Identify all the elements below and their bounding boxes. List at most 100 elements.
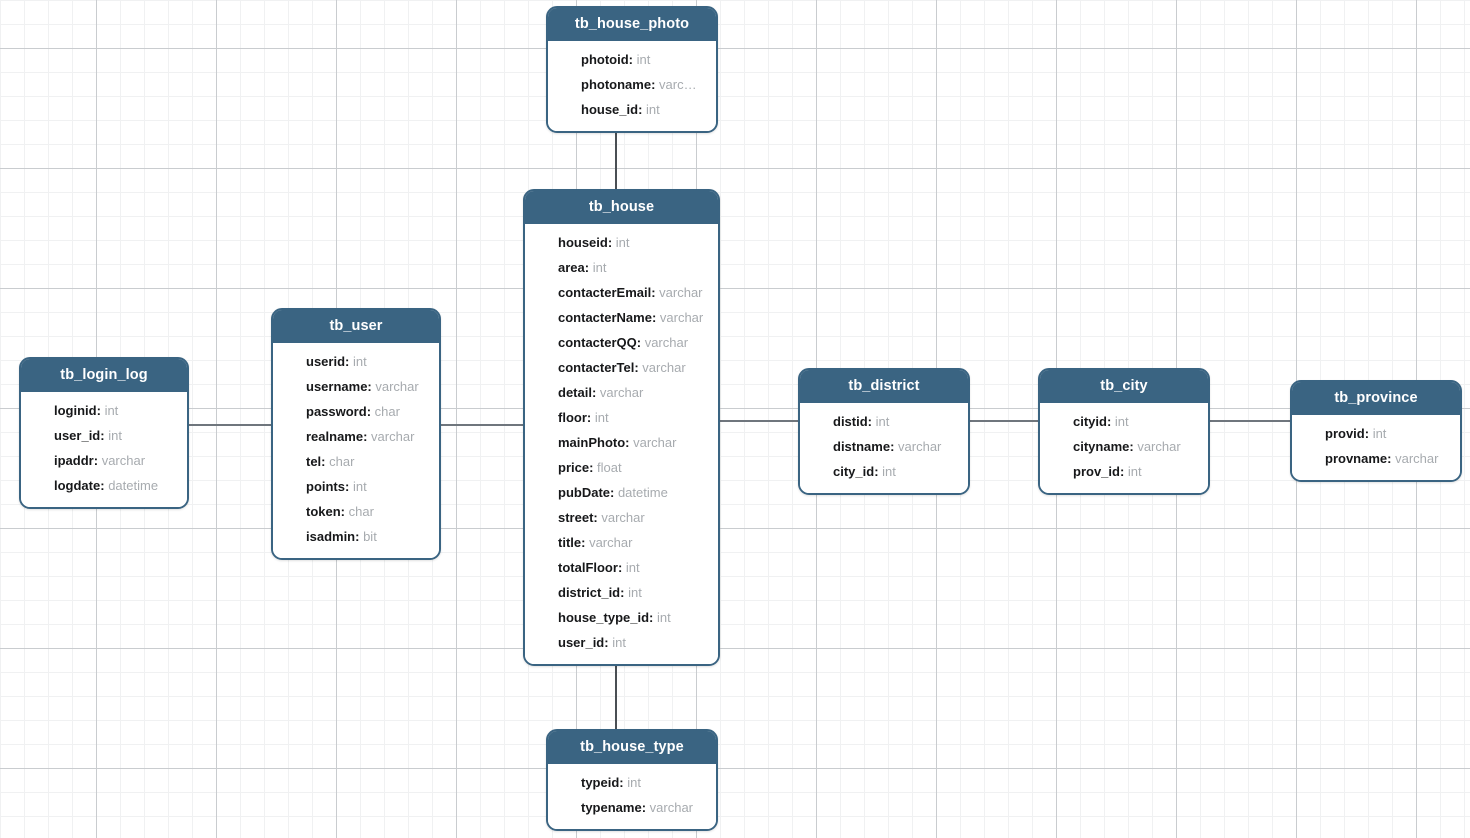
field-row[interactable]: logdate: datetime <box>21 473 187 498</box>
field-row[interactable]: distid: int <box>800 409 968 434</box>
field-type: int <box>352 354 367 369</box>
field-type: datetime <box>108 478 159 493</box>
field-row[interactable]: user_id: int <box>21 423 187 448</box>
field-row[interactable]: contacterQQ: varchar <box>525 330 718 355</box>
connector-house_photo-house[interactable] <box>615 131 617 189</box>
field-row[interactable]: cityid: int <box>1040 409 1208 434</box>
field-separator: : <box>610 485 618 500</box>
field-row[interactable]: cityname: varchar <box>1040 434 1208 459</box>
field-row[interactable]: tel: char <box>273 449 439 474</box>
field-row[interactable]: loginid: int <box>21 398 187 423</box>
field-type: int <box>636 52 651 67</box>
field-row[interactable]: password: char <box>273 399 439 424</box>
field-separator: : <box>593 510 602 525</box>
field-row[interactable]: contacterTel: varchar <box>525 355 718 380</box>
field-name: city_id <box>833 464 875 479</box>
field-row[interactable]: district_id: int <box>525 580 718 605</box>
field-separator: : <box>1119 464 1128 479</box>
connector-district-city[interactable] <box>970 420 1038 422</box>
field-separator: : <box>607 235 616 250</box>
field-row[interactable]: photoname: varc… <box>548 72 716 97</box>
field-row[interactable]: points: int <box>273 474 439 499</box>
field-type: varchar <box>601 510 645 525</box>
field-row[interactable]: userid: int <box>273 349 439 374</box>
field-row[interactable]: pubDate: datetime <box>525 480 718 505</box>
field-row[interactable]: houseid: int <box>525 230 718 255</box>
field-name: houseid <box>558 235 608 250</box>
connector-user-house[interactable] <box>441 424 523 426</box>
field-separator: : <box>355 529 364 544</box>
field-separator: : <box>589 460 598 475</box>
entity-table-title-tb_login_log: tb_login_log <box>21 359 187 392</box>
field-row[interactable]: contacterName: varchar <box>525 305 718 330</box>
field-name: token <box>306 504 341 519</box>
field-name: contacterName <box>558 310 652 325</box>
field-row[interactable]: title: varchar <box>525 530 718 555</box>
field-row[interactable]: provname: varchar <box>1292 446 1460 471</box>
field-type: varchar <box>1395 451 1439 466</box>
field-separator: : <box>641 800 650 815</box>
field-name: provname <box>1325 451 1388 466</box>
field-type: varchar <box>101 453 146 468</box>
field-name: logdate <box>54 478 101 493</box>
field-separator: : <box>366 404 375 419</box>
field-row[interactable]: house_type_id: int <box>525 605 718 630</box>
field-name: price <box>558 460 590 475</box>
field-separator: : <box>628 52 637 67</box>
field-row[interactable]: mainPhoto: varchar <box>525 430 718 455</box>
field-type: int <box>882 464 896 479</box>
field-name: floor <box>558 410 587 425</box>
field-row[interactable]: floor: int <box>525 405 718 430</box>
field-separator: : <box>591 385 600 400</box>
field-name: ipaddr <box>54 453 94 468</box>
field-separator: : <box>625 435 634 450</box>
field-row[interactable]: username: varchar <box>273 374 439 399</box>
field-name: realname <box>306 429 364 444</box>
connector-login_log-user[interactable] <box>189 424 271 426</box>
field-row[interactable]: distname: varchar <box>800 434 968 459</box>
field-separator: : <box>651 285 660 300</box>
field-name: area <box>558 260 585 275</box>
field-row[interactable]: contacterEmail: varchar <box>525 280 718 305</box>
connector-house-district[interactable] <box>720 420 798 422</box>
field-name: username <box>306 379 368 394</box>
entity-table-title-tb_district: tb_district <box>800 370 968 403</box>
field-row[interactable]: house_id: int <box>548 97 716 122</box>
field-row[interactable]: typename: varchar <box>548 795 716 820</box>
field-row[interactable]: prov_id: int <box>1040 459 1208 484</box>
field-row[interactable]: city_id: int <box>800 459 968 484</box>
field-row[interactable]: provid: int <box>1292 421 1460 446</box>
field-row[interactable]: totalFloor: int <box>525 555 718 580</box>
field-row[interactable]: realname: varchar <box>273 424 439 449</box>
connector-city-province[interactable] <box>1210 420 1290 422</box>
field-row[interactable]: ipaddr: varchar <box>21 448 187 473</box>
field-separator: : <box>321 454 330 469</box>
field-type: int <box>1372 426 1387 441</box>
field-row[interactable]: street: varchar <box>525 505 718 530</box>
field-row[interactable]: photoid: int <box>548 47 716 72</box>
field-row[interactable]: area: int <box>525 255 718 280</box>
field-row[interactable]: detail: varchar <box>525 380 718 405</box>
field-name: loginid <box>54 403 97 418</box>
connector-house-house_type[interactable] <box>615 666 617 729</box>
field-separator: : <box>93 453 102 468</box>
field-row[interactable]: token: char <box>273 499 439 524</box>
field-type: varchar <box>659 285 703 300</box>
field-row[interactable]: typeid: int <box>548 770 716 795</box>
field-type: varchar <box>642 360 686 375</box>
field-row[interactable]: user_id: int <box>525 630 718 655</box>
field-row[interactable]: price: float <box>525 455 718 480</box>
field-name: contacterQQ <box>558 335 637 350</box>
field-row[interactable]: isadmin: bit <box>273 524 439 549</box>
